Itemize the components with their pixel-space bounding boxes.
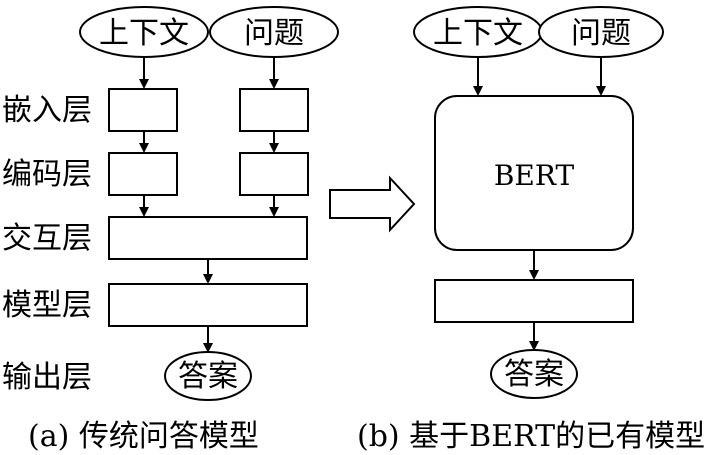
layer-label-output: 输出层 — [2, 360, 92, 395]
left-encode-box-context — [108, 152, 178, 196]
right-diagram: 上下文 问题 BERT 答案 (b) 基于BERT的已有模型 — [357, 6, 705, 454]
right-output-box — [434, 279, 634, 323]
left-diagram: 上下文 问题 答案 嵌入层 编码层 交互层 模型层 输出层 (a) 传统问 — [2, 6, 339, 454]
layer-label-embedding: 嵌入层 — [2, 93, 92, 128]
right-answer-node — [490, 349, 578, 399]
transition-arrow — [329, 175, 416, 233]
left-model-box — [108, 283, 308, 327]
left-context-label: 上下文 — [99, 16, 189, 51]
right-context-label: 上下文 — [433, 16, 523, 51]
left-embed-box-context — [108, 88, 178, 132]
layer-label-interaction: 交互层 — [2, 221, 92, 256]
left-answer-label: 答案 — [178, 359, 238, 394]
bert-label: BERT — [494, 159, 575, 192]
left-question-label: 问题 — [244, 16, 304, 51]
left-interaction-box — [108, 216, 308, 260]
layer-label-encoding: 编码层 — [2, 157, 92, 192]
left-answer-node — [164, 351, 252, 401]
right-answer-label: 答案 — [504, 357, 564, 392]
layer-label-model: 模型层 — [2, 288, 92, 323]
right-caption: (b) 基于BERT的已有模型 — [357, 419, 705, 454]
left-caption: (a) 传统问答模型 — [28, 419, 259, 454]
right-question-label: 问题 — [571, 16, 631, 51]
left-embed-box-question — [239, 88, 309, 132]
left-encode-box-question — [239, 152, 309, 196]
